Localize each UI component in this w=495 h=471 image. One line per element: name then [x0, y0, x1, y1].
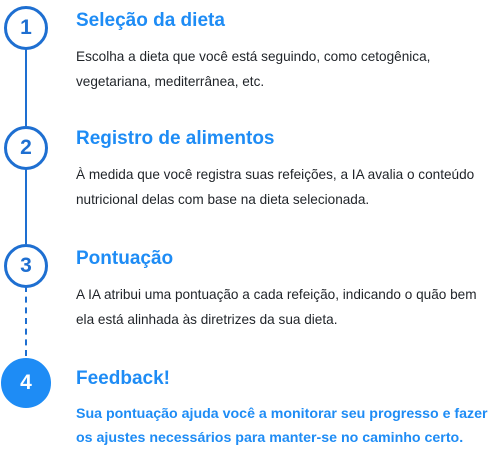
step-2-number: 2 [20, 136, 32, 159]
step-3-number-badge: 3 [4, 244, 48, 288]
step-2: Registro de alimentos À medida que você … [76, 128, 491, 212]
step-3: Pontuação A IA atribui uma pontuação a c… [76, 248, 491, 332]
step-4-title: Feedback! [76, 368, 170, 389]
step-1-title: Seleção da dieta [76, 10, 225, 31]
step-1-number: 1 [20, 16, 32, 39]
step-4-number: 4 [20, 371, 32, 394]
step-4-number-badge: 4 [1, 358, 51, 408]
step-3-description: A IA atribui uma pontuação a cada refeiç… [76, 287, 477, 327]
step-4-description: Sua pontuação ajuda você a monitorar seu… [76, 406, 488, 446]
connector-line-1-2 [25, 44, 27, 126]
step-2-description: À medida que você registra suas refeiçõe… [76, 167, 475, 207]
step-1-number-badge: 1 [4, 6, 48, 50]
connector-line-3-4 [25, 286, 27, 356]
step-1-description: Escolha a dieta que você está seguindo, … [76, 49, 431, 89]
connector-line-2-3 [25, 168, 27, 244]
step-4: Feedback! Sua pontuação ajuda você a mon… [76, 368, 491, 450]
step-2-title: Registro de alimentos [76, 128, 275, 149]
step-3-number: 3 [20, 254, 32, 277]
step-1: Seleção da dieta Escolha a dieta que voc… [76, 10, 491, 94]
step-3-title: Pontuação [76, 248, 174, 269]
step-2-number-badge: 2 [4, 126, 48, 170]
